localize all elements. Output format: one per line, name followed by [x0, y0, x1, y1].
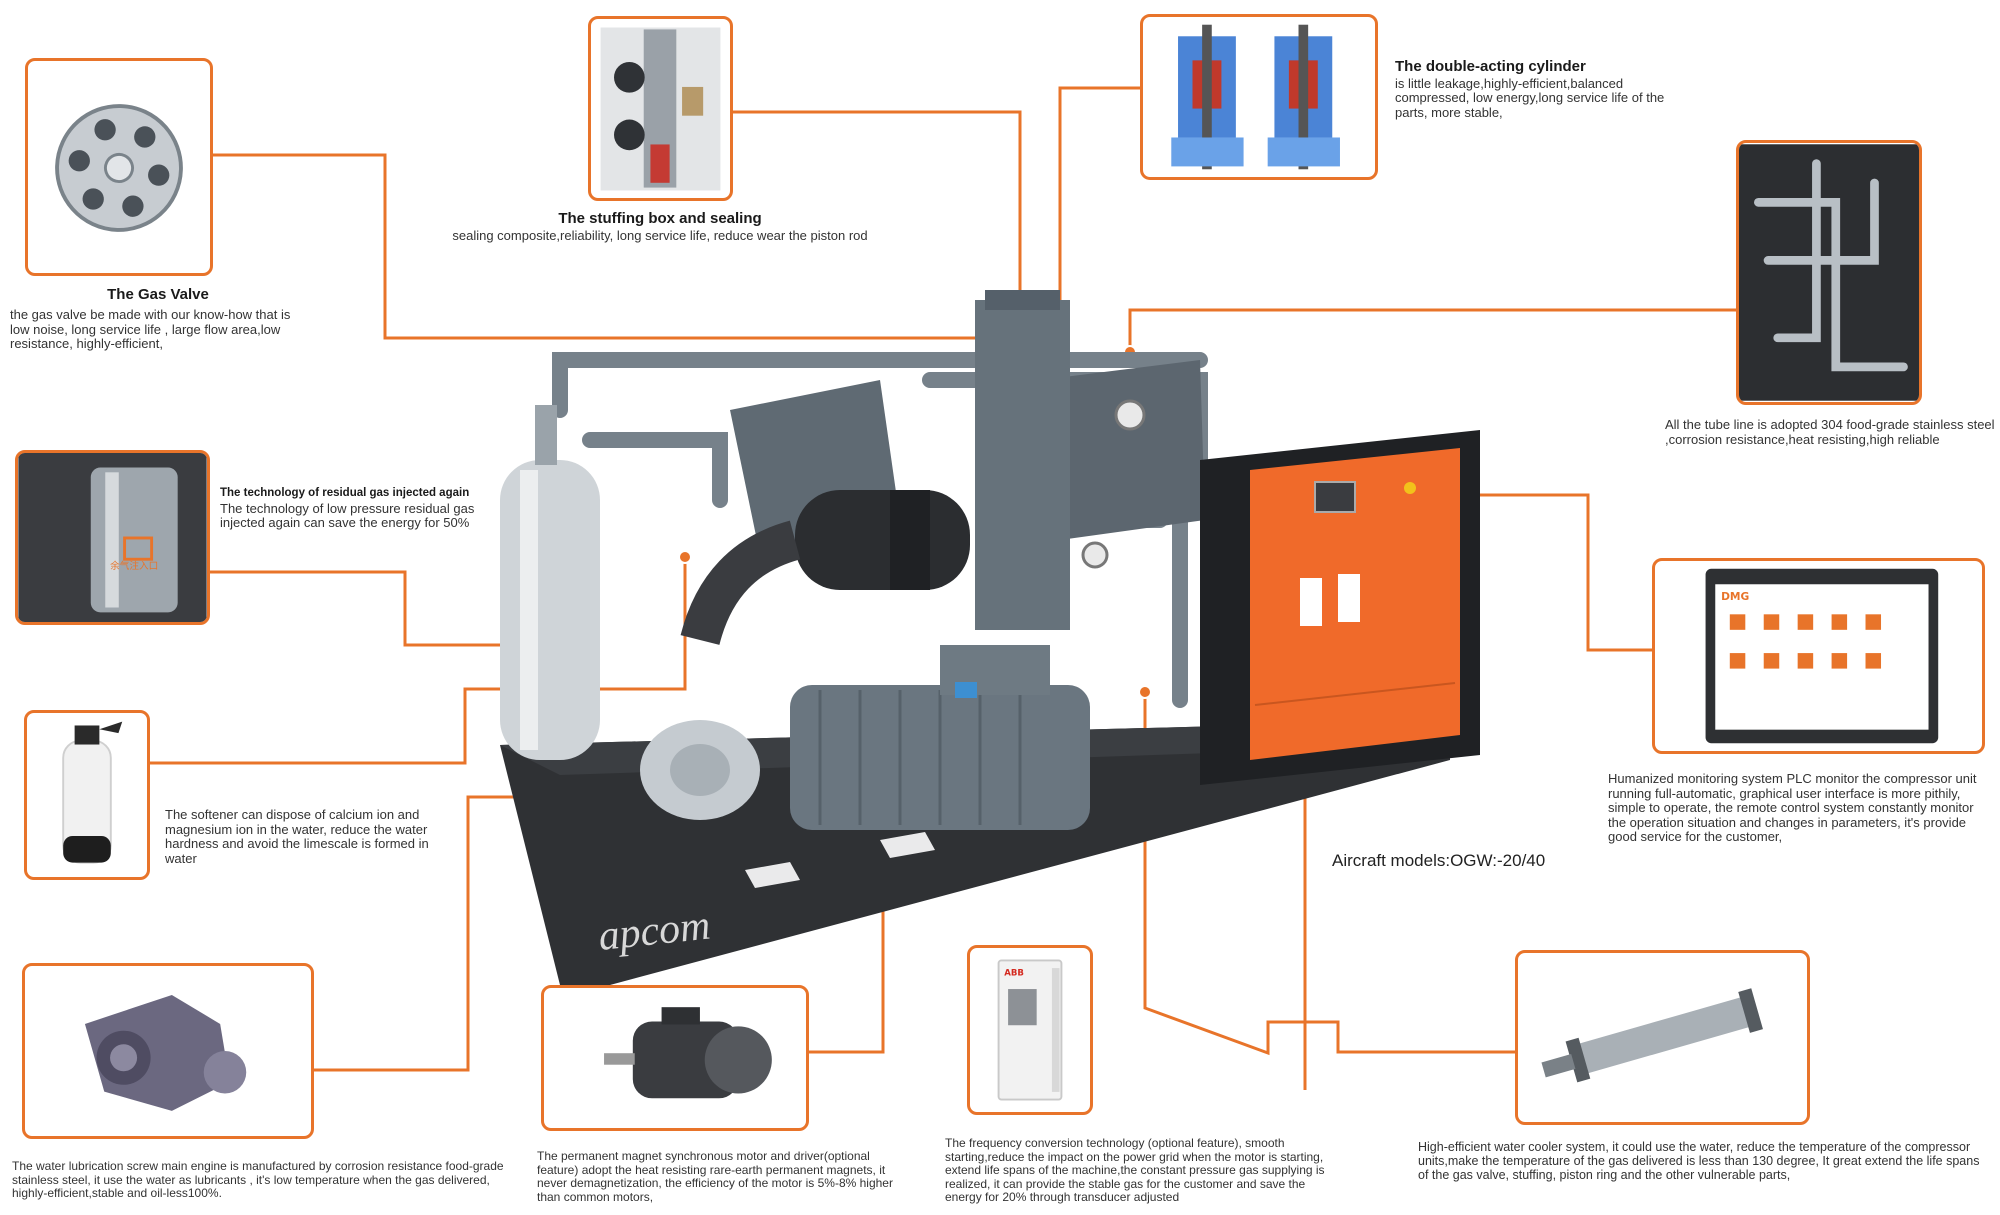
- gas-valve-title: The Gas Valve: [107, 286, 209, 303]
- gas-valve-image: [25, 58, 213, 276]
- inverter-brand: ABB: [1004, 969, 1024, 979]
- water-cooler-caption: High-efficient water cooler system, it c…: [1418, 1140, 1983, 1182]
- inverter-image: ABB: [967, 945, 1093, 1115]
- tube-line-image: [1736, 140, 1922, 405]
- gas-valve-text: the gas valve be made with our know-how …: [10, 307, 291, 351]
- compressor-unit-illustration: apcom: [500, 290, 1480, 985]
- stuffing-box-caption: The stuffing box and sealing sealing com…: [420, 210, 900, 243]
- softener-text: The softener can dispose of calcium ion …: [165, 807, 429, 866]
- residual-gas-text: The technology of low pressure residual …: [220, 500, 475, 530]
- stuffing-box-image: [588, 16, 733, 201]
- leader-tube-line: [1128, 308, 1738, 352]
- dot-water-cooler: [1138, 685, 1152, 699]
- monitor-caption: Humanized monitoring system PLC monitor …: [1608, 771, 1993, 845]
- cylinder-image: [1140, 14, 1378, 180]
- screw-engine-text: The water lubrication screw main engine …: [12, 1159, 504, 1200]
- model-label: Aircraft models:OGW:-20/40: [1332, 851, 1546, 870]
- stuffing-box-text: sealing composite,reliability, long serv…: [452, 227, 868, 243]
- gas-valve-text-block: the gas valve be made with our know-how …: [10, 307, 310, 352]
- tube-line-caption: All the tube line is adopted 304 food-gr…: [1665, 417, 1995, 447]
- motor-caption: The permanent magnet synchronous motor a…: [537, 1149, 907, 1204]
- leader-cylinder: [1058, 86, 1140, 313]
- motor-image: [541, 985, 809, 1131]
- water-cooler-image: [1515, 950, 1810, 1125]
- residual-gas-caption: The technology of residual gas injected …: [220, 486, 495, 531]
- residual-gas-image-label: 余气注入口: [110, 560, 158, 572]
- leader-water-cooler: [1143, 692, 1515, 1056]
- cylinder-title: The double-acting cylinder: [1395, 58, 1586, 75]
- cylinder-caption: The double-acting cylinder is little lea…: [1395, 58, 1665, 120]
- residual-gas-title: The technology of residual gas injected …: [220, 487, 470, 499]
- gas-valve-caption: The Gas Valve: [8, 286, 308, 305]
- dot-softener: [678, 550, 692, 564]
- screw-engine-caption: The water lubrication screw main engine …: [12, 1159, 507, 1201]
- leader-softener: [150, 557, 687, 765]
- tube-line-text: All the tube line is adopted 304 food-gr…: [1665, 417, 1995, 447]
- leader-residual-gas: [208, 570, 510, 647]
- softener-caption: The softener can dispose of calcium ion …: [165, 807, 455, 866]
- inverter-caption: The frequency conversion technology (opt…: [945, 1136, 1325, 1205]
- monitor-screen-brand: DMG: [1721, 590, 1749, 603]
- screw-engine-image: [22, 963, 314, 1139]
- cylinder-text: is little leakage,highly-efficient,balan…: [1395, 75, 1665, 120]
- monitor-image: DMG: [1652, 558, 1985, 754]
- monitor-text: Humanized monitoring system PLC monitor …: [1608, 771, 1977, 844]
- water-cooler-text: High-efficient water cooler system, it c…: [1418, 1140, 1980, 1182]
- residual-gas-image: 余气注入口: [15, 450, 210, 625]
- motor-text: The permanent magnet synchronous motor a…: [537, 1149, 893, 1204]
- softener-image: [24, 710, 150, 880]
- stuffing-box-title: The stuffing box and sealing: [558, 210, 762, 227]
- inverter-text: The frequency conversion technology (opt…: [945, 1136, 1325, 1204]
